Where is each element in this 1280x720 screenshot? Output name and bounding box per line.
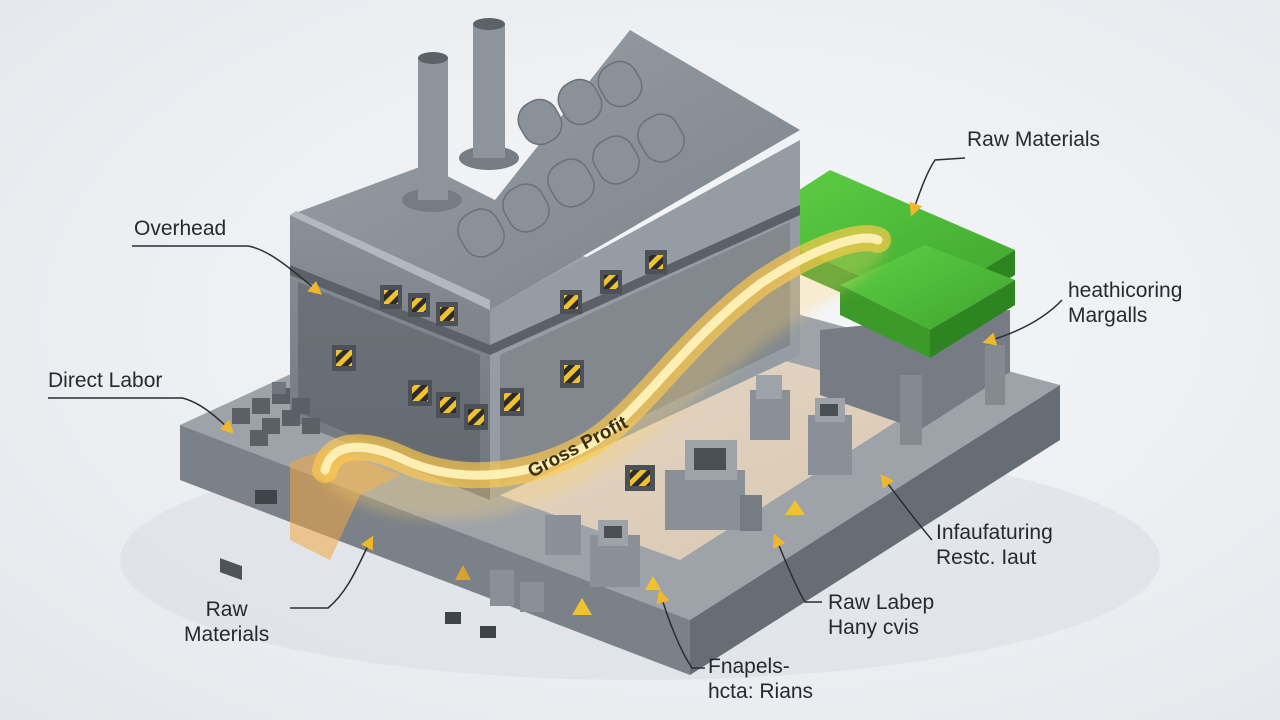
bottom-line1: Fnapels- [708,655,790,678]
raw-materials-top-label: Raw Materials [967,128,1101,151]
crate-icon [332,250,667,491]
side-mid-line1: Infaufaturing [936,521,1053,544]
raw-labep-line2: Hany cvis [828,616,920,640]
side-top-line2: Margalls [1068,304,1148,328]
raw-labep-line1: Raw Labep [828,591,935,614]
overhead-label: Overhead [134,217,227,240]
direct-labor-label: Direct Labor [48,369,163,392]
roof-tanks [457,60,685,258]
raw-materials-bottom-line1: Raw [205,598,248,621]
side-mid-label: Infaufaturing Restc. Iaut [936,520,1053,570]
raw-material-pile [232,382,320,446]
side-top-line1: heathicoring [1068,279,1183,302]
raw-materials-bottom-label: Raw Materials [184,597,269,647]
callout-lines [48,157,1063,669]
bottom-line2: hcta: Rians [708,680,814,704]
machine-icon [455,375,852,615]
raw-materials-bottom-line2: Materials [184,623,270,647]
smokestack-icon [402,18,519,212]
factory-building [290,30,800,500]
side-mid-line2: Restc. Iaut [936,546,1037,570]
side-top-label: heathicoring Margalls [1068,278,1182,328]
raw-labep-label: Raw Labep Hany cvis [828,590,934,640]
bottom-label: Fnapels- hcta: Rians [708,654,813,704]
